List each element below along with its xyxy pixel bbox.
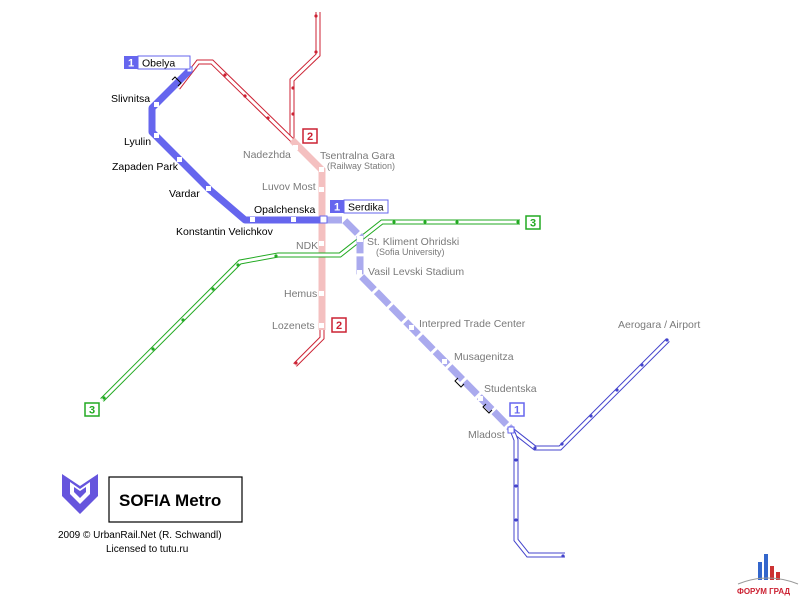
line-2-south-planned <box>293 330 325 367</box>
badge-line1-obelya: 1 Obelya <box>124 55 191 70</box>
station-label-slivnitsa: Slivnitsa <box>111 93 150 105</box>
station-label-zapaden-park: Zapaden Park <box>112 161 179 173</box>
badge-line2-north: 2 <box>302 128 318 144</box>
badge-line3-west-number: 3 <box>89 405 95 417</box>
badge-line2-south: 2 <box>331 317 347 333</box>
station-label-studentska: Studentska <box>484 383 537 395</box>
station-label-nadezhda: Nadezhda <box>243 149 291 161</box>
watermark-text: ФОРУМ ГРАД <box>737 587 790 596</box>
badge-line1-serdika-number: 1 <box>334 202 340 214</box>
line-2-north-branch <box>176 12 321 142</box>
station-label-konstantin-velichkov: Konstantin Velichkov <box>176 226 274 238</box>
station-label-musagenitza: Musagenitza <box>454 351 514 363</box>
station-label-hemus: Hemus <box>284 288 317 300</box>
line-3 <box>100 219 520 402</box>
badge-line2-south-number: 2 <box>336 320 342 332</box>
credit-line-1: 2009 © UrbanRail.Net (R. Schwandl) <box>58 530 222 541</box>
station-label-interpred: Interpred Trade Center <box>419 318 526 330</box>
station-label-obelya: Obelya <box>142 58 175 70</box>
badge-line3-west: 3 <box>84 402 100 417</box>
station-label-vardar: Vardar <box>169 188 200 200</box>
station-label-opalchenska: Opalchenska <box>254 204 315 216</box>
badge-line3-east-number: 3 <box>530 218 536 230</box>
station-label-aerogara: Aerogara / Airport <box>618 319 700 331</box>
station-label-tsentralna-gara: Tsentralna Gara <box>320 150 395 162</box>
badge-line1-south-number: 1 <box>514 405 520 417</box>
badge-line1-south: 1 <box>509 402 525 417</box>
badge-line1-serdika: 1 Serdika <box>330 199 389 214</box>
station-label-vasil-levski: Vasil Levski Stadium <box>368 266 464 278</box>
badge-line1-obelya-number: 1 <box>128 58 134 70</box>
station-label-serdika: Serdika <box>348 202 384 214</box>
sofia-metro-logo-icon <box>62 474 98 514</box>
station-label-tsentralna-gara-sub: (Railway Station) <box>327 161 395 171</box>
station-label-ndk: NDK <box>296 240 318 252</box>
map-title: SOFIA Metro <box>119 491 221 510</box>
line-2-built <box>289 137 326 330</box>
tunnel-ticks <box>171 76 493 414</box>
badge-line2-north-number: 2 <box>307 131 313 143</box>
credit-line-2: Licensed to tutu.ru <box>106 544 188 555</box>
station-label-luvov-most: Luvov Most <box>262 181 316 193</box>
station-label-lozenets: Lozenets <box>272 320 315 332</box>
station-label-lyulin: Lyulin <box>124 136 151 148</box>
station-label-mladost: Mladost <box>468 429 505 441</box>
station-label-st-kliment-sub: (Sofia University) <box>376 247 445 257</box>
forum-grad-watermark-icon: ФОРУМ ГРАД <box>737 554 799 596</box>
title-box: SOFIA Metro <box>108 476 243 523</box>
badge-line3-east: 3 <box>525 215 541 230</box>
station-markers <box>154 66 515 434</box>
station-label-st-kliment: St. Kliment Ohridski <box>367 236 459 248</box>
line-1-planned <box>509 338 670 558</box>
